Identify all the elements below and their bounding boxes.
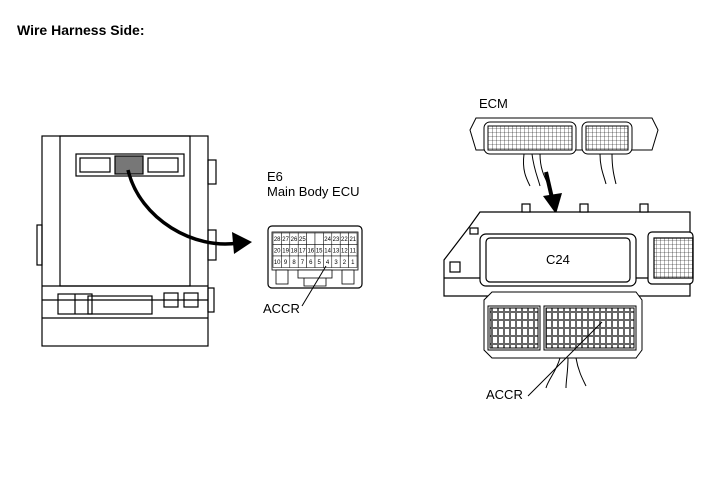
e6-accr-leader <box>301 265 327 307</box>
e6-pin-number: 3 <box>334 260 338 266</box>
e6-pin-number: 2 <box>343 260 347 266</box>
e6-pin-number: 28 <box>274 237 281 243</box>
e6-pin-number: 17 <box>299 249 306 255</box>
c24-accr-label: ACCR <box>486 387 523 402</box>
c24-label: C24 <box>546 252 570 267</box>
e6-pin-number: 1 <box>351 260 355 266</box>
ecm-unit <box>469 117 659 187</box>
e6-pin-number: 18 <box>291 249 298 255</box>
e6-pin-number: 10 <box>274 260 281 266</box>
c24-accr-leader <box>527 321 603 397</box>
e6-pin-number: 15 <box>316 249 323 255</box>
e6-pin-number: 14 <box>324 249 331 255</box>
e6-pin-number: 7 <box>301 260 305 266</box>
arrow-to-c24 <box>543 171 562 214</box>
ecm-label: ECM <box>479 96 508 111</box>
page-title: Wire Harness Side: <box>17 22 145 38</box>
e6-pin-number: 9 <box>284 260 288 266</box>
e6-pin-number: 6 <box>309 260 313 266</box>
e6-code-label: E6 <box>267 169 283 184</box>
e6-pin-number: 22 <box>341 237 348 243</box>
e6-pin-number: 5 <box>318 260 322 266</box>
e6-pin-cell <box>306 232 316 245</box>
e6-pin-number: 20 <box>274 249 281 255</box>
c24-connector-face <box>483 291 643 389</box>
main-body-ecu-housing <box>36 135 217 347</box>
e6-accr-label: ACCR <box>263 301 300 316</box>
e6-pin-number: 23 <box>333 237 340 243</box>
e6-pin-number: 4 <box>326 260 330 266</box>
e6-pin-number: 26 <box>291 237 298 243</box>
e6-pin-number: 25 <box>299 237 306 243</box>
ecm-closeup <box>443 203 694 297</box>
e6-pin-number: 24 <box>324 237 331 243</box>
e6-pin-cell <box>314 232 324 245</box>
e6-pin-number: 12 <box>341 249 348 255</box>
e6-pin-number: 21 <box>349 237 356 243</box>
e6-pin-number: 16 <box>307 249 314 255</box>
e6-pin-number: 11 <box>350 249 357 255</box>
e6-pin-number: 19 <box>282 249 289 255</box>
e6-pin-number: 13 <box>333 249 340 255</box>
e6-name-label: Main Body ECU <box>267 184 359 199</box>
e6-pin-cell <box>348 255 358 268</box>
e6-pin-number: 8 <box>292 260 296 266</box>
arrow-to-e6 <box>126 169 252 254</box>
e6-pin-number: 27 <box>282 237 289 243</box>
